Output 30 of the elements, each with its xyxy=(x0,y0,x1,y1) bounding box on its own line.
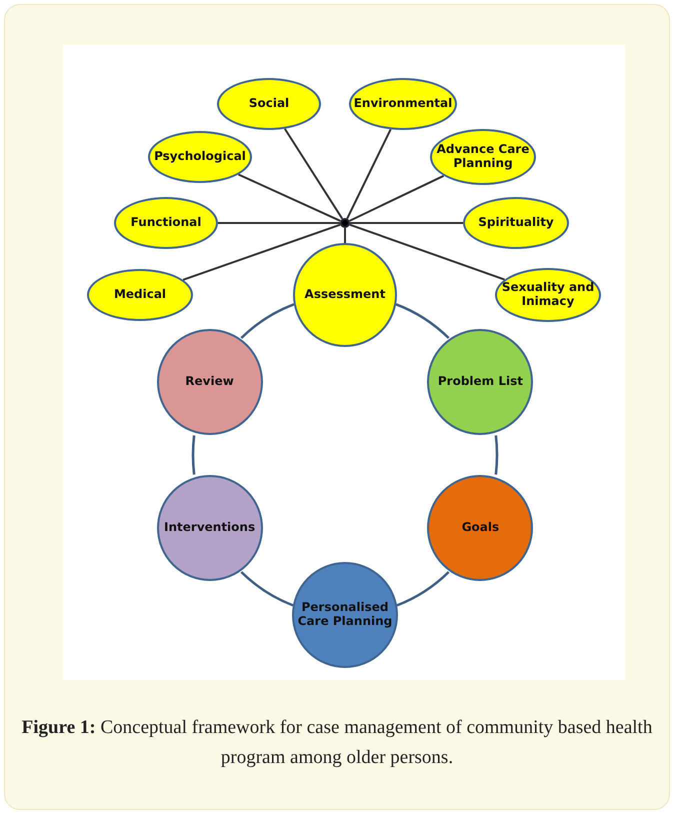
cycle-arc xyxy=(240,303,294,339)
connector-line xyxy=(346,128,392,219)
node-label: Sexuality and Inimacy xyxy=(500,281,596,309)
cycle-arc xyxy=(192,435,196,475)
connector-line xyxy=(182,224,341,281)
cycle-arc xyxy=(494,435,498,475)
node-label: Assessment xyxy=(304,288,386,302)
node-label: Goals xyxy=(462,520,500,535)
connector-line xyxy=(284,128,344,220)
cycle-arc xyxy=(240,571,294,606)
node-label: Spirituality xyxy=(478,216,554,230)
cycle-arc xyxy=(396,303,450,339)
connector-line xyxy=(238,174,341,222)
node-label: Personalised Care Planning xyxy=(296,601,394,629)
connector-line xyxy=(349,174,444,222)
node-label: Medical xyxy=(114,288,166,302)
connector-line xyxy=(350,222,463,224)
connector-line xyxy=(218,222,340,224)
node-label: Psychological xyxy=(154,150,246,164)
node-label: Environmental xyxy=(354,97,452,111)
node-label: Review xyxy=(185,375,234,390)
cycle-arc xyxy=(396,571,450,606)
figure-caption: Figure 1: Conceptual framework for case management of community based health program among older persons. xyxy=(20,716,654,770)
node-label: Interventions xyxy=(164,520,256,535)
node-label: Social xyxy=(248,97,290,111)
node-label: Advance Care Planning xyxy=(436,143,530,171)
node-label: Problem List xyxy=(438,375,523,390)
connector-line xyxy=(344,228,346,243)
node-label: Functional xyxy=(130,216,202,230)
connector-line xyxy=(349,224,505,281)
